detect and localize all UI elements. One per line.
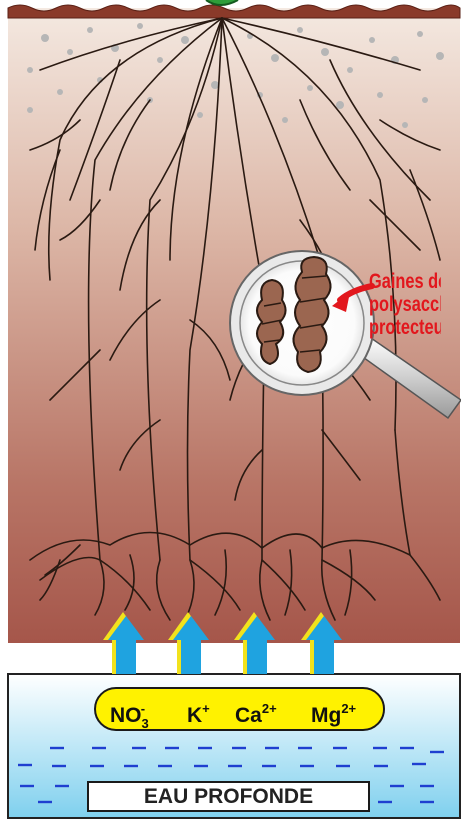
- soil-surface: [8, 5, 460, 18]
- annotation-line-1: Gaines de: [369, 270, 441, 293]
- ion-magnesium: Mg2+: [311, 689, 356, 729]
- ion-calcium-base: Ca: [235, 704, 262, 727]
- plant-stem: [206, 0, 238, 5]
- annotation-line-3: protecteurs: [369, 316, 441, 339]
- annotation-line-2: polysaccharides: [369, 293, 441, 316]
- ion-nitrate-sup: -: [141, 701, 145, 716]
- ion-nitrate: NO3-: [110, 689, 145, 729]
- ion-nitrate-sub: 3: [142, 716, 149, 731]
- ion-calcium-sup: 2+: [262, 701, 277, 716]
- ion-potassium-base: K: [187, 704, 202, 727]
- ion-potassium-sup: +: [202, 701, 210, 716]
- ion-magnesium-base: Mg: [311, 704, 341, 727]
- ion-nitrate-base: NO: [110, 704, 142, 727]
- ion-calcium: Ca2+: [235, 689, 277, 729]
- deep-water-label: EAU PROFONDE: [87, 781, 370, 812]
- ion-magnesium-sup: 2+: [341, 701, 356, 716]
- ion-potassium: K+: [187, 689, 210, 729]
